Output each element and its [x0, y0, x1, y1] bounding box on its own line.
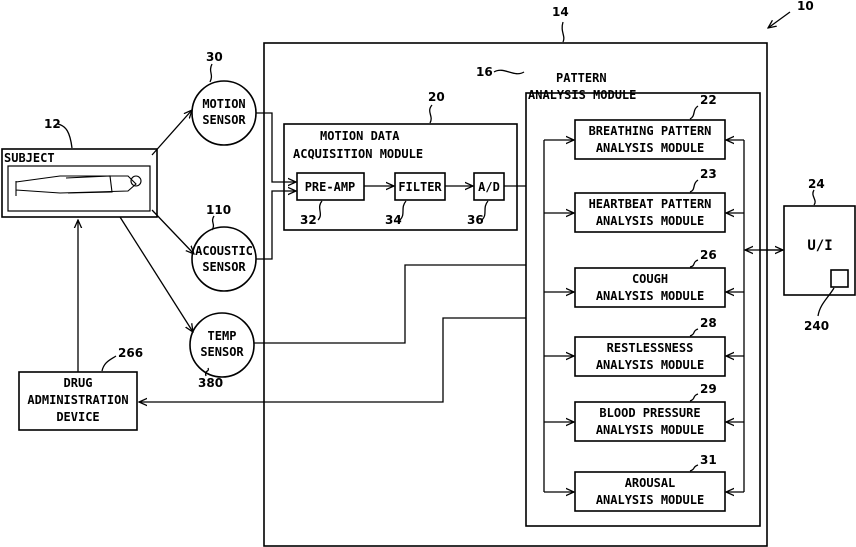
leader-drug	[102, 356, 116, 371]
bp-line1: BLOOD PRESSURE	[599, 406, 700, 420]
ui-button	[831, 270, 848, 287]
bp-line2: ANALYSIS MODULE	[596, 423, 704, 437]
motion-sensor-line1: MOTION	[202, 97, 245, 111]
ref-pattern: 16	[476, 65, 493, 79]
cough-line2: ANALYSIS MODULE	[596, 289, 704, 303]
breathing-line1: BREATHING PATTERN	[589, 124, 712, 138]
temp-sensor-line1: TEMP	[208, 329, 237, 343]
ref-filter: 34	[385, 213, 402, 227]
heartbeat-line1: HEARTBEAT PATTERN	[589, 197, 712, 211]
breathing-line2: ANALYSIS MODULE	[596, 141, 704, 155]
ad-label: A/D	[478, 180, 500, 194]
ref-arousal: 31	[700, 453, 717, 467]
ref-cough: 26	[700, 248, 717, 262]
pattern-title-line2: ANALYSIS MODULE	[528, 88, 636, 102]
restless-line1: RESTLESSNESS	[607, 341, 694, 355]
subject-to-acoustic	[152, 210, 194, 254]
acq-title-line2: ACQUISITION MODULE	[293, 147, 423, 161]
drug-line2: ADMINISTRATION	[27, 393, 128, 407]
subject-label: SUBJECT	[4, 151, 55, 165]
ref-ui: 24	[808, 177, 825, 191]
ui-label: U/I	[807, 238, 832, 254]
leader-processor	[562, 22, 564, 42]
ref-ad: 36	[467, 213, 484, 227]
arousal-line2: ANALYSIS MODULE	[596, 493, 704, 507]
leader-motion	[210, 64, 212, 82]
ref-system: 10	[797, 0, 814, 13]
motion-sensor-line2: SENSOR	[202, 113, 246, 127]
cough-line1: COUGH	[632, 272, 668, 286]
heartbeat-line2: ANALYSIS MODULE	[596, 214, 704, 228]
ref-breathing: 22	[700, 93, 717, 107]
arousal-line1: AROUSAL	[625, 476, 676, 490]
ref-processor: 14	[552, 5, 569, 19]
leader-ui	[813, 190, 815, 205]
ref-heartbeat: 23	[700, 167, 717, 181]
ref-drug: 266	[118, 346, 143, 360]
ref-ui-button: 240	[804, 319, 829, 333]
preamp-label: PRE-AMP	[305, 180, 356, 194]
leader-system	[768, 12, 790, 28]
acoustic-sensor-line1: ACOUSTIC	[195, 244, 253, 258]
ref-restless: 28	[700, 316, 717, 330]
temp-sensor-line2: SENSOR	[200, 345, 244, 359]
ref-preamp: 32	[300, 213, 317, 227]
ref-motion: 30	[206, 50, 223, 64]
acq-title-line1: MOTION DATA	[320, 129, 400, 143]
pattern-title-line1: PATTERN	[556, 71, 607, 85]
ref-bp: 29	[700, 382, 717, 396]
subject-to-temp	[120, 217, 193, 332]
drug-line3: DEVICE	[56, 410, 99, 424]
acoustic-sensor-line2: SENSOR	[202, 260, 246, 274]
filter-label: FILTER	[398, 180, 442, 194]
subject-to-motion	[152, 110, 192, 155]
ref-acq: 20	[428, 90, 445, 104]
restless-line2: ANALYSIS MODULE	[596, 358, 704, 372]
ref-temp: 380	[198, 376, 223, 390]
ref-acoustic: 110	[206, 203, 231, 217]
acoustic-sensor	[192, 227, 256, 291]
drug-line1: DRUG	[64, 376, 93, 390]
